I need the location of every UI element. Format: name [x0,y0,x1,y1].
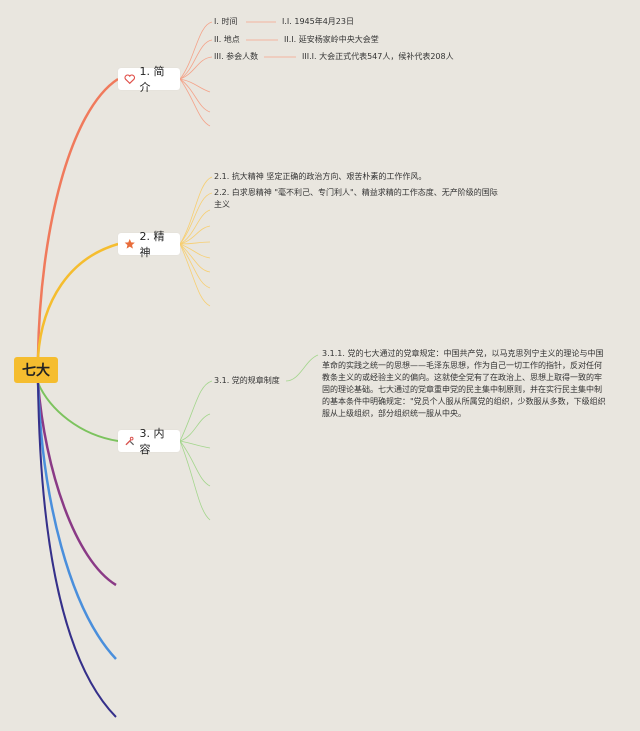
branch-label-intro: 1. 简介 [139,65,165,94]
tools-icon [125,436,134,446]
intro-item-attendees[interactable]: III. 参会人数 [214,52,259,61]
intro-item-place-detail[interactable]: II.I. 延安杨家岭中央大会堂 [284,35,379,44]
content-item-rules[interactable]: 3.1. 党的规章制度 [214,376,280,385]
connector-branch-1 [36,77,119,358]
branch-label-content: 3. 内容 [139,427,165,456]
star-icon [124,239,135,249]
heart-icon [124,74,135,85]
intro-item-time[interactable]: I. 时间 [214,17,238,26]
branch-node-content[interactable]: 3. 内容 [118,427,180,456]
connector-branch-4 [36,382,117,587]
spirit-item-kangda[interactable]: 2.1. 抗大精神 坚定正确的政治方向、艰苦朴素的工作作风。 [214,172,427,181]
connector-branch-2 [36,242,119,358]
root-label: 七大 [22,363,50,379]
connector-branch-5 [36,382,117,660]
connector-branch-6 [37,382,117,718]
branch-node-intro[interactable]: 1. 简介 [118,65,180,94]
intro-item-attendees-detail[interactable]: III.I. 大会正式代表547人，候补代表208人 [302,52,454,61]
root-node[interactable]: 七大 [14,357,58,383]
spirit-item-bethune[interactable]: 2.2. 白求恩精神 "毫不利己、专门利人"、精益求精的工作态度、无产阶级的国际… [214,188,498,209]
connector-branch-3 [37,382,119,442]
intro-item-place[interactable]: II. 地点 [214,35,240,44]
intro-item-time-detail[interactable]: I.I. 1945年4月23日 [282,17,354,26]
branch-node-spirit[interactable]: 2. 精神 [118,230,180,259]
content-item-rules-detail[interactable]: 3.1.1. 党的七大通过的党章规定：中国共产党，以马克思列宁主义的理论与中国革… [322,349,606,418]
branch-label-spirit: 2. 精神 [139,230,165,259]
